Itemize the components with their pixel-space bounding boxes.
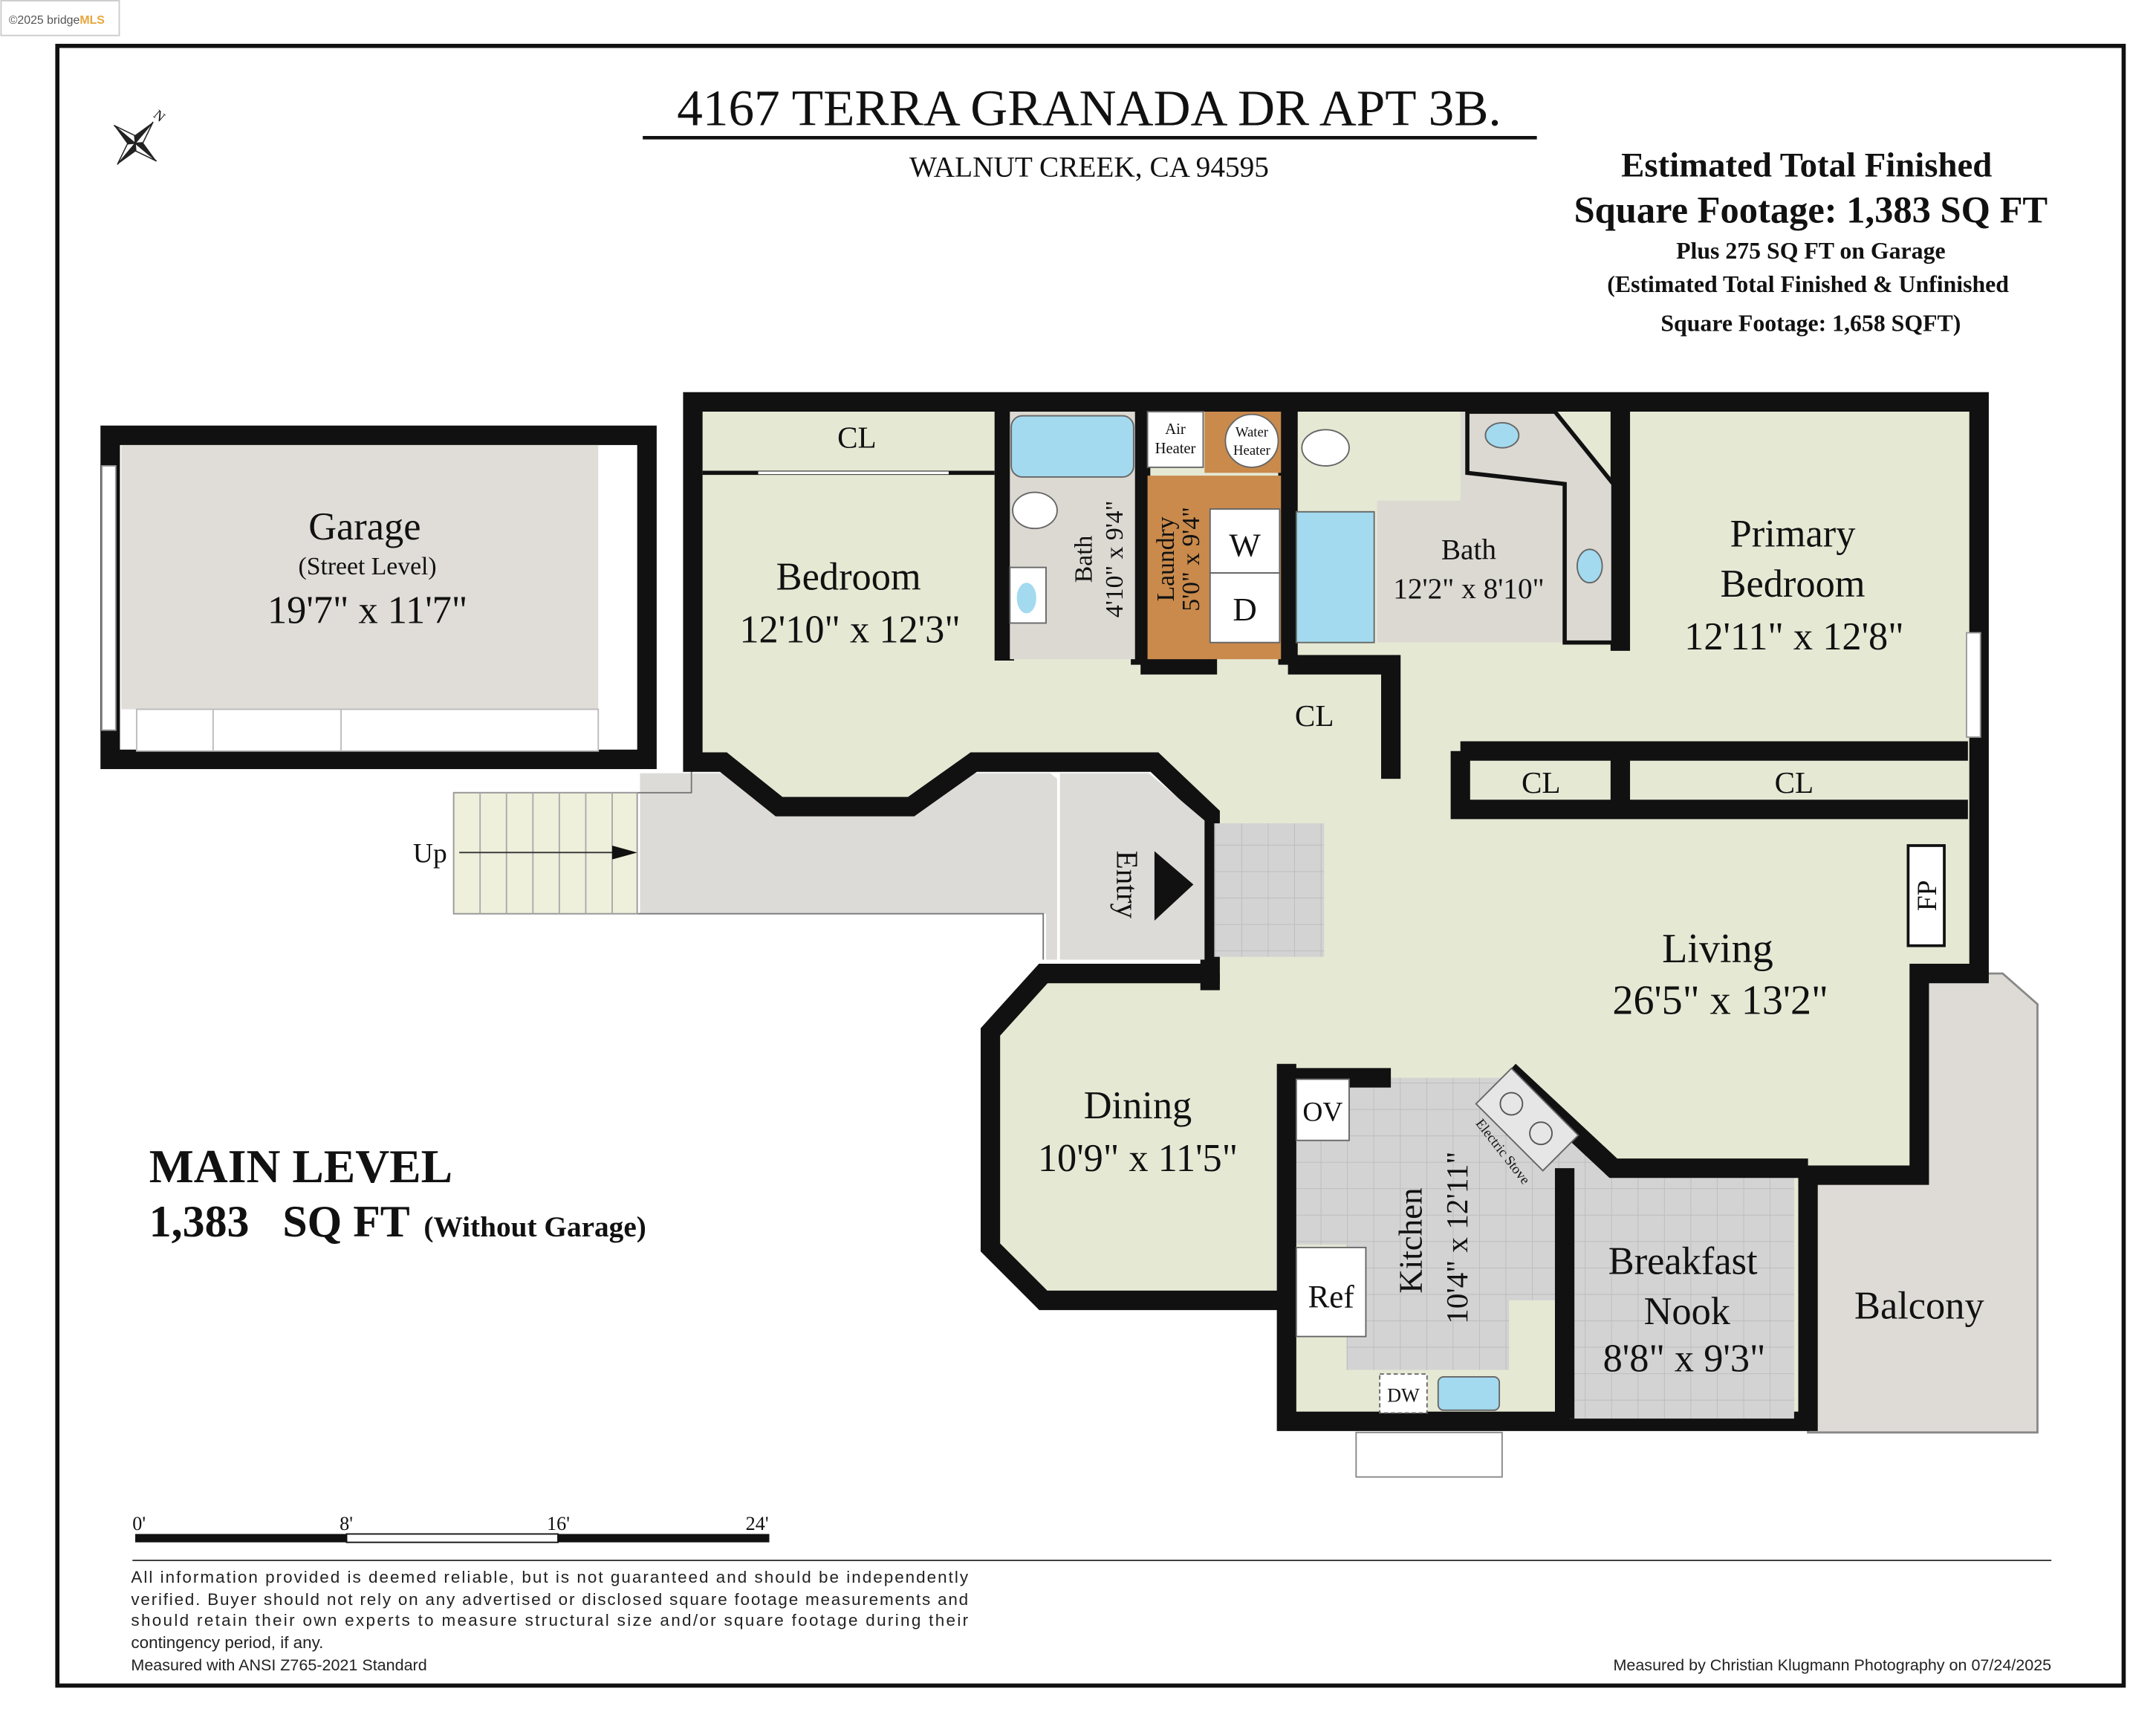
svg-text:Bath: Bath xyxy=(1071,535,1098,583)
svg-text:Dining: Dining xyxy=(1084,1084,1192,1127)
scale-bar: 0' 8' 16' 24' xyxy=(132,1513,770,1543)
measurement-credit: Measured by Christian Klugmann Photograp… xyxy=(1613,1656,2051,1674)
svg-text:Bedroom: Bedroom xyxy=(776,556,921,599)
svg-text:Square Footage: 1,383 SQ FT: Square Footage: 1,383 SQ FT xyxy=(1574,189,2048,230)
svg-text:D: D xyxy=(1233,591,1256,628)
svg-text:Entry: Entry xyxy=(1110,851,1144,919)
entry-tile xyxy=(1214,823,1325,957)
svg-text:Up: Up xyxy=(413,838,447,869)
svg-text:Living: Living xyxy=(1662,926,1773,972)
washer xyxy=(1209,508,1281,574)
svg-text:Nook: Nook xyxy=(1644,1290,1731,1333)
svg-text:Kitchen: Kitchen xyxy=(1392,1187,1429,1293)
toilet xyxy=(1012,491,1058,530)
svg-text:Square Footage: 1,658 SQFT): Square Footage: 1,658 SQFT) xyxy=(1660,310,1961,336)
svg-text:should retain their own expert: should retain their own experts to measu… xyxy=(131,1611,968,1630)
fireplace xyxy=(1906,844,1946,947)
svg-text:Water: Water xyxy=(1236,425,1269,441)
svg-text:Breakfast: Breakfast xyxy=(1608,1239,1758,1283)
air-heater xyxy=(1146,411,1204,468)
svg-text:All information provided is de: All information provided is deemed relia… xyxy=(131,1568,969,1586)
electric-stove xyxy=(1475,1067,1579,1172)
svg-text:24': 24' xyxy=(746,1513,769,1534)
svg-text:FP: FP xyxy=(1912,881,1943,912)
svg-text:MAIN LEVEL: MAIN LEVEL xyxy=(149,1140,452,1193)
svg-text:4'10" x 9'4": 4'10" x 9'4" xyxy=(1101,501,1129,617)
svg-text:©2025 bridgeMLS: ©2025 bridgeMLS xyxy=(9,14,105,27)
svg-text:12'10" x 12'3": 12'10" x 12'3" xyxy=(739,609,960,652)
svg-text:Heater: Heater xyxy=(1233,443,1271,458)
water-heater xyxy=(1224,413,1279,468)
property-title: 4167 TERRA GRANADA DR APT 3B. xyxy=(677,79,1501,136)
stair-hallway xyxy=(640,773,1057,960)
svg-text:Heater: Heater xyxy=(1155,441,1196,457)
bridgemls-logo: ©2025 bridgeMLS xyxy=(0,0,120,36)
svg-text:16': 16' xyxy=(547,1513,570,1534)
svg-text:(Estimated Total Finished & Un: (Estimated Total Finished & Unfinished xyxy=(1607,271,2009,297)
svg-text:Plus 275 SQ FT on Garage: Plus 275 SQ FT on Garage xyxy=(1676,238,1945,264)
entry-arrow-icon xyxy=(1154,851,1194,921)
svg-text:Estimated Total Finished: Estimated Total Finished xyxy=(1621,146,1992,185)
svg-text:DW: DW xyxy=(1387,1385,1420,1407)
stairs: Up xyxy=(413,791,638,915)
shower xyxy=(1295,510,1375,643)
compass-icon: N xyxy=(113,107,168,165)
svg-text:Measured with ANSI Z765-2021 S: Measured with ANSI Z765-2021 Standard xyxy=(131,1656,426,1674)
svg-text:verified. Buyer should not rel: verified. Buyer should not rely on any a… xyxy=(131,1590,968,1609)
svg-text:OV: OV xyxy=(1302,1097,1342,1128)
svg-text:26'5" x 13'2": 26'5" x 13'2" xyxy=(1612,977,1828,1023)
svg-text:CL: CL xyxy=(1775,765,1814,800)
svg-text:12'11" x 12'8": 12'11" x 12'8" xyxy=(1684,615,1903,658)
property-city: WALNUT CREEK, CA 94595 xyxy=(909,151,1269,184)
svg-text:Ref: Ref xyxy=(1308,1280,1355,1314)
svg-text:contingency period, if any.: contingency period, if any. xyxy=(131,1633,323,1652)
sheet-border xyxy=(55,43,2126,1688)
oven xyxy=(1295,1078,1350,1141)
svg-text:CL: CL xyxy=(1295,698,1334,733)
svg-text:19'7" x 11'7": 19'7" x 11'7" xyxy=(267,588,467,632)
level-summary: MAIN LEVEL 1,383 SQ FT(Without Garage) xyxy=(149,1140,646,1246)
garage: Garage (Street Level) 19'7" x 11'7" xyxy=(100,425,657,770)
svg-text:W: W xyxy=(1229,527,1261,564)
kitchen-sink xyxy=(1437,1375,1501,1411)
svg-text:8': 8' xyxy=(340,1513,353,1534)
svg-text:5'0" x 9'4": 5'0" x 9'4" xyxy=(1178,507,1205,612)
disclaimer: All information provided is deemed relia… xyxy=(131,1568,969,1674)
kitchen-floor xyxy=(1296,1077,1794,1419)
svg-text:0': 0' xyxy=(132,1513,146,1534)
svg-text:12'2" x 8'10": 12'2" x 8'10" xyxy=(1393,572,1544,605)
svg-text:Laundry: Laundry xyxy=(1152,516,1180,601)
svg-text:10'4" x 12'11": 10'4" x 12'11" xyxy=(1440,1152,1474,1324)
svg-text:8'8" x 9'3": 8'8" x 9'3" xyxy=(1603,1337,1766,1380)
svg-text:CL: CL xyxy=(837,421,877,455)
svg-text:10'9" x 11'5": 10'9" x 11'5" xyxy=(1038,1137,1238,1180)
svg-text:Balcony: Balcony xyxy=(1854,1284,1984,1327)
square-footage-summary: Estimated Total Finished Square Footage:… xyxy=(1574,146,2048,337)
refrigerator xyxy=(1295,1246,1367,1338)
svg-text:Bedroom: Bedroom xyxy=(1721,562,1866,606)
stair-arrow-icon xyxy=(611,845,637,860)
svg-text:(Street Level): (Street Level) xyxy=(299,553,437,580)
dishwasher xyxy=(1379,1373,1428,1414)
svg-text:Air: Air xyxy=(1165,421,1186,438)
svg-text:CL: CL xyxy=(1522,765,1561,800)
svg-text:Bath: Bath xyxy=(1441,533,1497,565)
dryer xyxy=(1209,572,1281,643)
svg-text:1,383 SQ FT(Without Garage): 1,383 SQ FT(Without Garage) xyxy=(149,1197,646,1246)
bathtub xyxy=(1010,415,1134,478)
entry-area xyxy=(1059,773,1205,960)
svg-text:Primary: Primary xyxy=(1730,513,1856,556)
svg-text:Garage: Garage xyxy=(308,505,421,548)
